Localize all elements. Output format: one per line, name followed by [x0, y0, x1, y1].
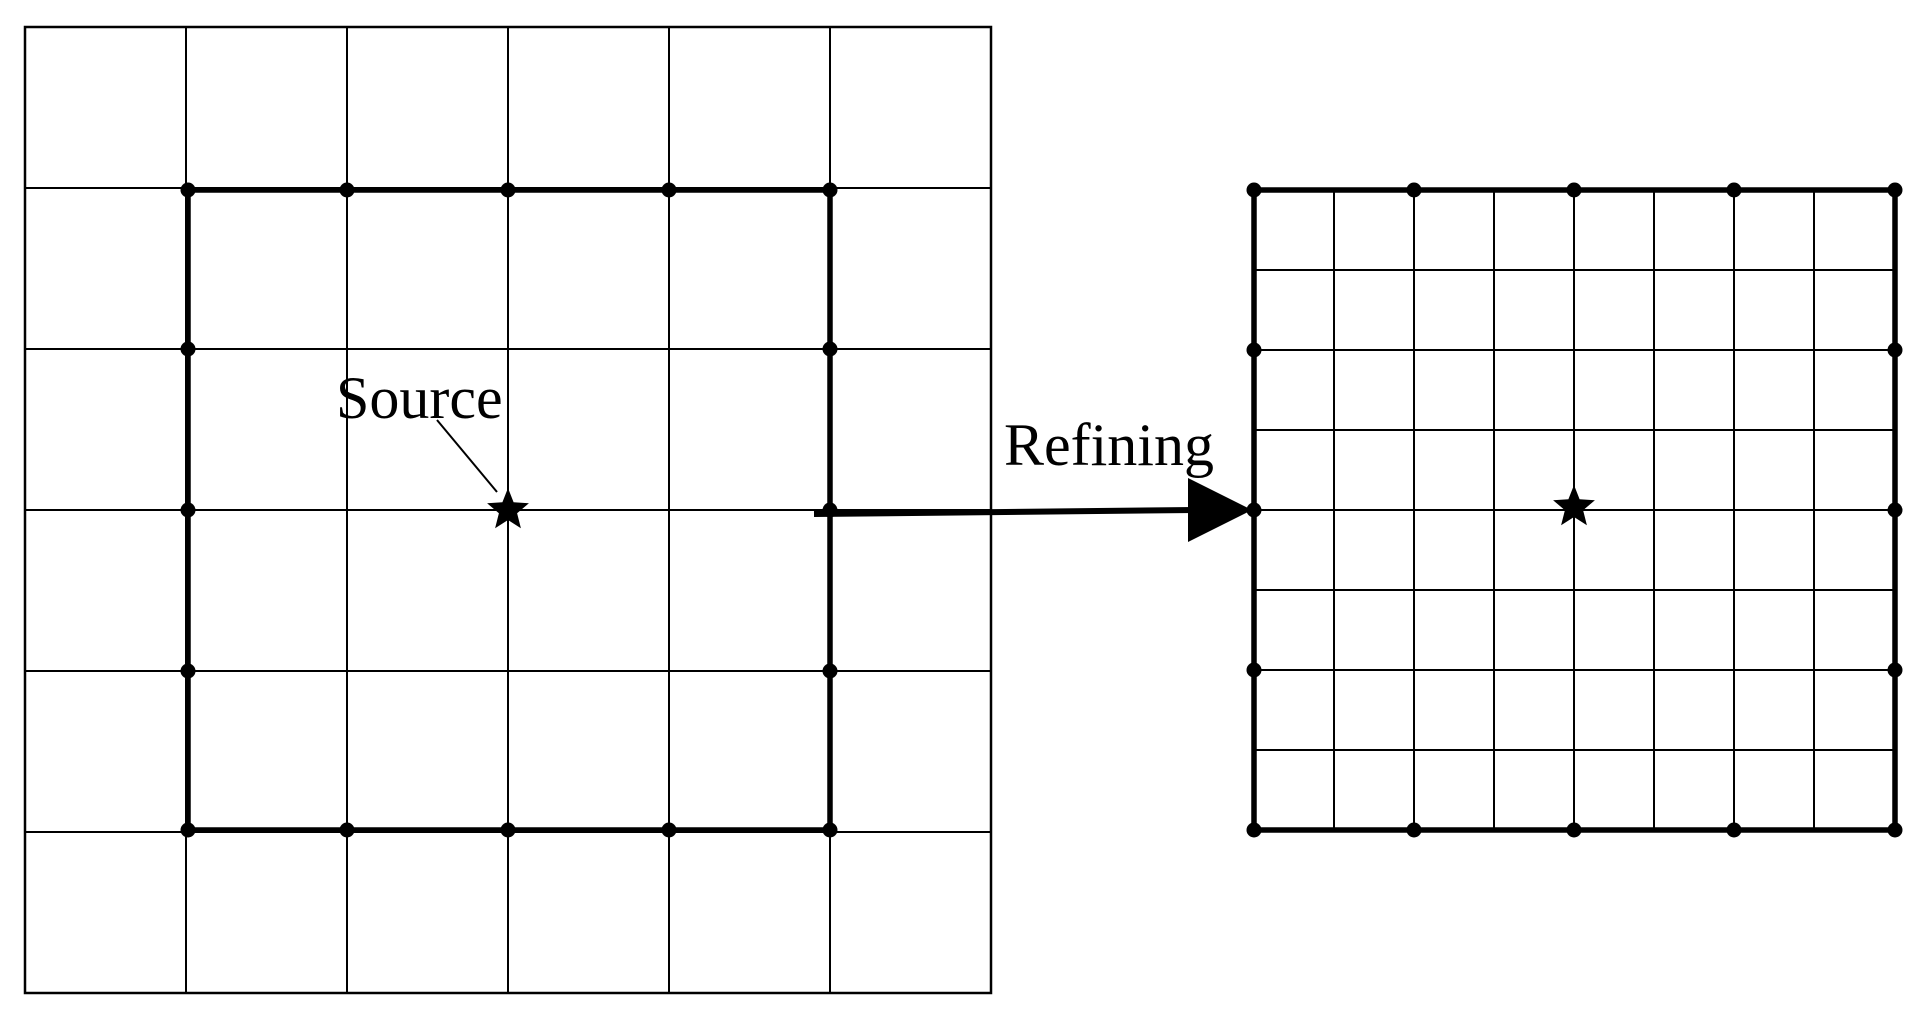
coarse-node [180, 341, 196, 357]
coarse-node [339, 822, 355, 838]
coarse-node [822, 663, 838, 679]
coarse-node [339, 182, 355, 198]
coarse-node [822, 182, 838, 198]
coarse-node [661, 182, 677, 198]
fine-node [1246, 342, 1262, 358]
fine-node [1887, 822, 1903, 838]
coarse-node [822, 341, 838, 357]
fine-node [1887, 342, 1903, 358]
coarse-node [661, 822, 677, 838]
fine-node [1406, 822, 1422, 838]
coarse-node [822, 822, 838, 838]
fine-node [1566, 182, 1582, 198]
fine-node [1726, 182, 1742, 198]
source-leader-line [436, 419, 498, 493]
fine-node [1246, 502, 1262, 518]
source-label: Source [336, 365, 503, 431]
coarse-node [180, 182, 196, 198]
fine-node [1246, 182, 1262, 198]
coarse-node [500, 182, 516, 198]
fine-node [1726, 822, 1742, 838]
fine-node [1246, 822, 1262, 838]
coarse-boundary-nodes [180, 182, 838, 838]
coarse-node [180, 822, 196, 838]
star-icon [1553, 485, 1595, 526]
fine-node [1887, 182, 1903, 198]
fine-node [1887, 662, 1903, 678]
refining-arrow-shaft [813, 507, 1196, 517]
star-icon [487, 488, 529, 529]
refining-label: Refining [1004, 412, 1214, 478]
arrow-right-icon [1188, 478, 1252, 542]
fine-node [1246, 662, 1262, 678]
fine-node [1406, 182, 1422, 198]
fine-node [1566, 822, 1582, 838]
fine-boundary-nodes [1246, 182, 1903, 838]
coarse-node [180, 502, 196, 518]
coarse-node [180, 663, 196, 679]
coarse-node [500, 822, 516, 838]
fine-node [1887, 502, 1903, 518]
